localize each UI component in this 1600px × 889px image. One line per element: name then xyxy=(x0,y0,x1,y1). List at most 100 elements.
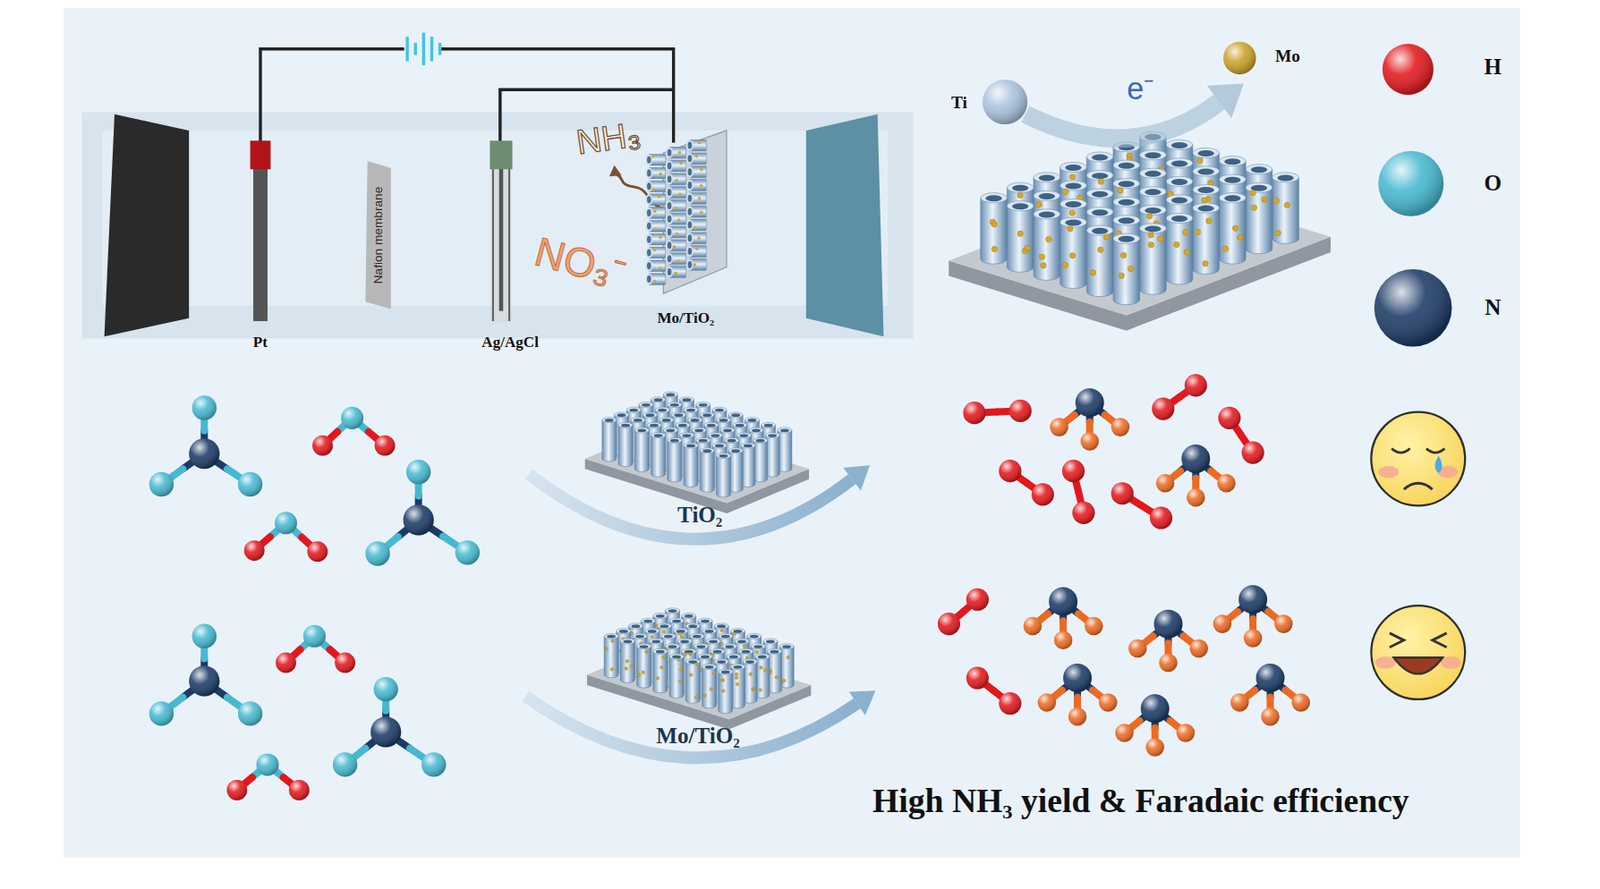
illustration-part xyxy=(637,673,641,678)
illustration-part xyxy=(1046,236,1053,243)
atom xyxy=(340,407,364,430)
atom-shine xyxy=(1145,738,1165,758)
illustration-part xyxy=(786,655,791,660)
illustration-part xyxy=(1117,187,1124,195)
illustration-part xyxy=(991,246,998,253)
atom xyxy=(1186,488,1206,508)
illustration-part xyxy=(651,433,666,439)
illustration-part xyxy=(667,402,682,409)
illustration-part xyxy=(697,236,701,240)
nanotube xyxy=(1033,209,1061,281)
electrode-tube xyxy=(686,205,707,218)
illustration-part xyxy=(1182,229,1190,237)
illustration-part xyxy=(1251,166,1268,173)
illustration-part xyxy=(747,418,757,423)
illustration-part xyxy=(1165,195,1193,205)
electrode-tube xyxy=(645,260,665,273)
sad-face xyxy=(1370,412,1465,507)
atom xyxy=(1184,374,1208,397)
illustration-part xyxy=(1033,172,1061,183)
element-label: Mo xyxy=(1275,46,1301,66)
illustration-part xyxy=(638,402,654,409)
illustration-part xyxy=(748,672,753,677)
illustration-part xyxy=(647,629,657,634)
illustration-part xyxy=(645,233,653,246)
illustration-part xyxy=(1171,215,1188,222)
hydrogen-molecule xyxy=(998,459,1055,506)
illustration-part xyxy=(689,633,705,639)
illustration-part xyxy=(1118,199,1135,206)
illustration-part xyxy=(250,140,272,170)
illustration-part xyxy=(1232,225,1239,232)
illustration-part xyxy=(1091,172,1108,179)
illustration-part xyxy=(667,188,673,196)
illustration-part xyxy=(688,142,693,150)
illustration-part xyxy=(718,669,733,675)
illustration-part xyxy=(1378,151,1444,217)
illustration-part xyxy=(1202,261,1209,268)
illustration-part xyxy=(686,205,694,218)
nanotube xyxy=(637,644,652,689)
illustration-part xyxy=(680,639,690,644)
illustration-part xyxy=(758,689,763,693)
illustration-part xyxy=(1036,201,1043,208)
illustration-part xyxy=(1370,605,1465,700)
illustration-part xyxy=(1025,102,1220,139)
illustration-part xyxy=(1146,212,1153,220)
illustration-part xyxy=(686,246,694,258)
illustration-part xyxy=(742,645,747,649)
illustration-part xyxy=(726,654,741,660)
element-label: Ti xyxy=(951,93,968,112)
illustration-part xyxy=(1192,184,1220,195)
illustration-part xyxy=(1174,241,1181,248)
illustration-part xyxy=(728,448,743,454)
illustration-part xyxy=(645,153,653,166)
ammonia-molecule xyxy=(1049,388,1130,452)
illustration-part xyxy=(1245,182,1273,193)
illustration-part xyxy=(648,638,664,645)
atom xyxy=(937,612,961,636)
illustration-part xyxy=(705,665,715,670)
illustration-part xyxy=(727,439,737,443)
nanotube xyxy=(1086,225,1114,298)
illustration-part xyxy=(672,655,681,660)
illustration-part xyxy=(1113,183,1141,250)
water-molecule xyxy=(226,753,309,800)
illustration-part xyxy=(688,181,693,189)
illustration-part xyxy=(721,671,731,675)
illustration-part xyxy=(1393,657,1443,674)
illustration-part xyxy=(667,229,673,237)
illustration-part xyxy=(745,660,755,664)
illustration-part xyxy=(614,412,630,418)
illustration-part xyxy=(1118,217,1135,224)
illustration-part xyxy=(646,222,652,230)
atom-shine xyxy=(188,438,220,469)
nanotube xyxy=(1060,217,1088,290)
illustration-part xyxy=(1219,193,1247,204)
illustration-part xyxy=(686,259,694,272)
electrode-tube xyxy=(645,207,665,220)
atom xyxy=(312,435,333,457)
illustration-part xyxy=(677,658,681,663)
illustration-part xyxy=(604,418,614,423)
illustration-part xyxy=(672,620,681,624)
illustration-part xyxy=(1060,167,1088,234)
illustration-part xyxy=(980,193,1008,204)
illustration-part xyxy=(1273,197,1280,205)
illustration-part xyxy=(633,418,643,423)
illustration-part xyxy=(688,168,693,176)
illustration-part xyxy=(1012,203,1029,210)
illustration-part xyxy=(622,639,632,644)
illustration-part xyxy=(629,664,634,669)
ammonia-molecule xyxy=(1023,587,1104,651)
atom-shine xyxy=(1154,610,1183,639)
water-molecule xyxy=(275,625,356,674)
illustration-part xyxy=(806,114,885,338)
atom-shine xyxy=(1068,707,1088,727)
illustration-part xyxy=(688,624,698,629)
illustration-part xyxy=(665,187,673,199)
illustration-part xyxy=(1069,252,1076,259)
nanotube xyxy=(1006,201,1034,273)
illustration-part xyxy=(1091,209,1108,216)
illustration-part xyxy=(718,633,733,639)
